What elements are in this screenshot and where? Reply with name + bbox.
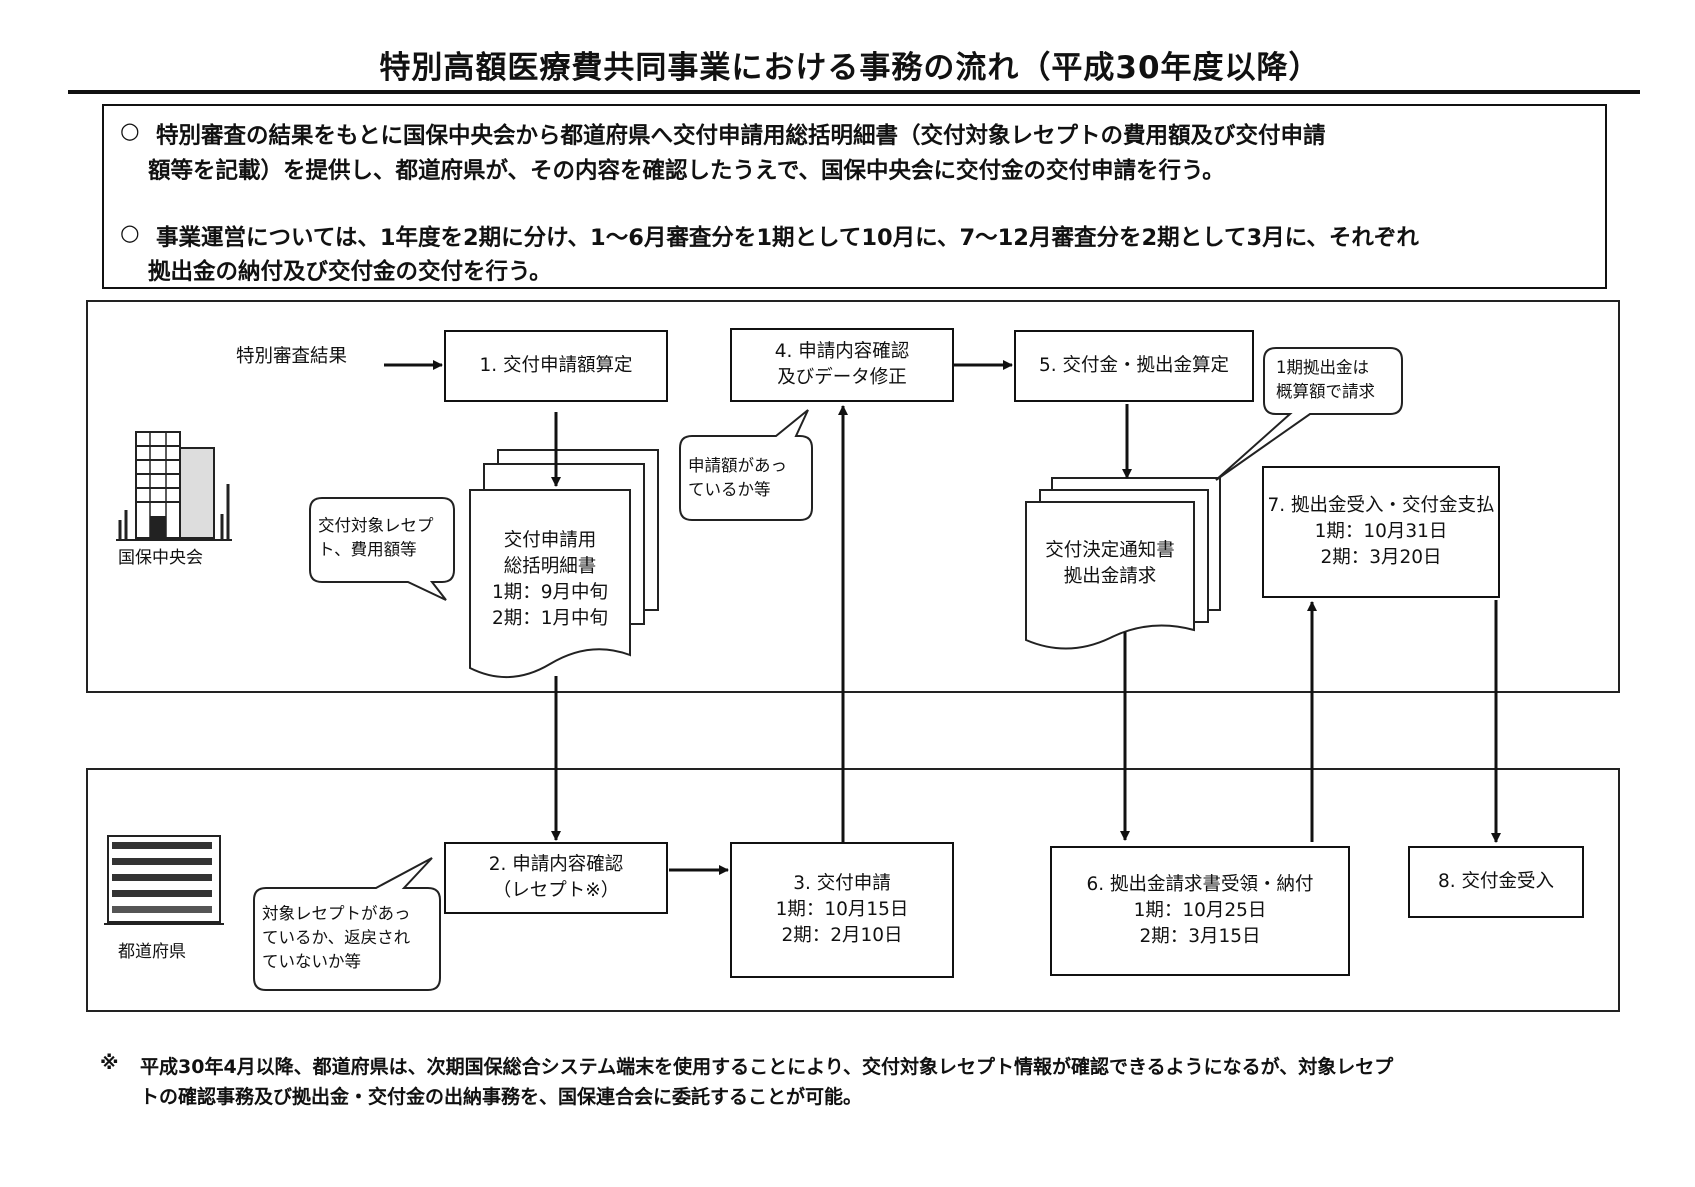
step-2-line-1: 2. 申請内容確認	[488, 854, 624, 875]
callout-4-line-1: 対象レセプトがあっ	[262, 904, 411, 923]
summary-period-1: 1期：9月中旬	[491, 582, 609, 603]
step-7-period-1: 1期：10月31日	[1314, 521, 1448, 542]
prefecture-office-building-icon	[104, 835, 224, 925]
callout-4-line-2: ているか、返戻され	[262, 928, 411, 947]
step-8-label: 8. 交付金受入	[1437, 871, 1555, 892]
step-3-period-2: 2期：2月10日	[781, 925, 903, 946]
step-1-box: 1. 交付申請額算定	[444, 330, 668, 402]
central-office-building-icon	[116, 431, 232, 541]
step-5-box: 5. 交付金・拠出金算定	[1014, 330, 1254, 402]
callout-receipts-bubble	[309, 497, 455, 601]
callout-2-line-1: 申請額があっ	[688, 456, 787, 475]
grant-decision-notice-text: 交付決定通知書 拠出金請求	[1026, 538, 1194, 590]
callout-receipt-returned-bubble	[253, 857, 441, 991]
notice-line-1: 交付決定通知書	[1045, 540, 1175, 561]
step-4-line-2: 及びデータ修正	[777, 367, 907, 388]
step-7-title: 7. 拠出金受入・交付金支払	[1267, 495, 1495, 516]
step-6-period-2: 2期：3月15日	[1139, 926, 1261, 947]
note-1-line-1: 特別審査の結果をもとに国保中央会から都道府県へ交付申請用総括明細書（交付対象レセ…	[156, 123, 1326, 149]
prefecture-label: 都道府県	[118, 942, 186, 962]
step-5-label: 5. 交付金・拠出金算定	[1038, 355, 1230, 376]
step-6-period-1: 1期：10月25日	[1133, 900, 1267, 921]
step-6-title: 6. 拠出金請求書受領・納付	[1086, 874, 1314, 895]
note-2-line-1: 事業運営については、1年度を2期に分け、1～6月審査分を1期として10月に、7～…	[156, 225, 1419, 251]
step-8-box: 8. 交付金受入	[1408, 846, 1584, 918]
step-4-box: 4. 申請内容確認 及びデータ修正	[730, 328, 954, 402]
special-review-result-label: 特別審査結果	[236, 346, 348, 367]
note-1-bullet: ○	[120, 118, 140, 144]
step-2-box: 2. 申請内容確認 （レセプト※）	[444, 842, 668, 914]
callout-amount-check-bubble	[679, 409, 813, 521]
step-7-period-2: 2期：3月20日	[1320, 547, 1442, 568]
callout-3-line-1: 1期拠出金は	[1276, 358, 1369, 377]
callout-amount-check-text: 申請額があっ ているか等	[688, 454, 787, 502]
grant-decision-notice-document-stack	[1025, 477, 1221, 650]
step-6-box: 6. 拠出金請求書受領・納付 1期：10月25日 2期：3月15日	[1050, 846, 1350, 976]
footnote-mark: ※	[100, 1052, 119, 1074]
callout-provisional-billing-text: 1期拠出金は 概算額で請求	[1276, 356, 1375, 404]
step-2-line-2: （レセプト※）	[492, 880, 620, 901]
callout-4-line-3: ていないか等	[262, 952, 361, 971]
callout-1-line-2: ト、費用額等	[318, 540, 417, 559]
step-3-title: 3. 交付申請	[793, 873, 891, 894]
callout-receipt-returned-text: 対象レセプトがあっ ているか、返戻され ていないか等	[262, 902, 411, 974]
footnote-line-1: 平成30年4月以降、都道府県は、次期国保総合システム端末を使用することにより、交…	[140, 1056, 1394, 1078]
summary-line-1: 交付申請用	[503, 530, 597, 551]
title-underline	[68, 90, 1640, 94]
notice-line-2: 拠出金請求	[1063, 566, 1157, 587]
step-7-box: 7. 拠出金受入・交付金支払 1期：10月31日 2期：3月20日	[1262, 466, 1500, 598]
summary-period-2: 2期：1月中旬	[491, 608, 609, 629]
step-3-period-1: 1期：10月15日	[775, 899, 909, 920]
note-1-line-2: 額等を記載）を提供し、都道府県が、その内容を確認したうえで、国保中央会に交付金の…	[148, 158, 1225, 184]
callout-1-line-1: 交付対象レセプ	[318, 516, 434, 535]
footnote-line-2: トの確認事務及び拠出金・交付金の出納事務を、国保連合会に委託することが可能。	[140, 1086, 863, 1108]
summary-notes-box: ○ 特別審査の結果をもとに国保中央会から都道府県へ交付申請用総括明細書（交付対象…	[102, 104, 1607, 289]
callout-3-line-2: 概算額で請求	[1276, 382, 1375, 401]
callout-receipts-text: 交付対象レセプ ト、費用額等	[318, 514, 434, 562]
step-1-label: 1. 交付申請額算定	[479, 355, 633, 376]
step-4-line-1: 4. 申請内容確認	[774, 341, 910, 362]
note-2-line-2: 拠出金の納付及び交付金の交付を行う。	[148, 259, 552, 285]
callout-2-line-2: ているか等	[688, 480, 771, 499]
central-office-label: 国保中央会	[118, 548, 203, 568]
summary-statement-text: 交付申請用 総括明細書 1期：9月中旬 2期：1月中旬	[470, 528, 630, 632]
callout-provisional-billing-bubble	[1215, 347, 1403, 481]
summary-statement-document-stack	[469, 449, 659, 678]
step-3-box: 3. 交付申請 1期：10月15日 2期：2月10日	[730, 842, 954, 978]
page-title: 特別高額医療費共同事業における事務の流れ（平成30年度以降）	[379, 50, 1321, 86]
summary-line-2: 総括明細書	[503, 556, 597, 577]
note-2-bullet: ○	[120, 220, 140, 246]
